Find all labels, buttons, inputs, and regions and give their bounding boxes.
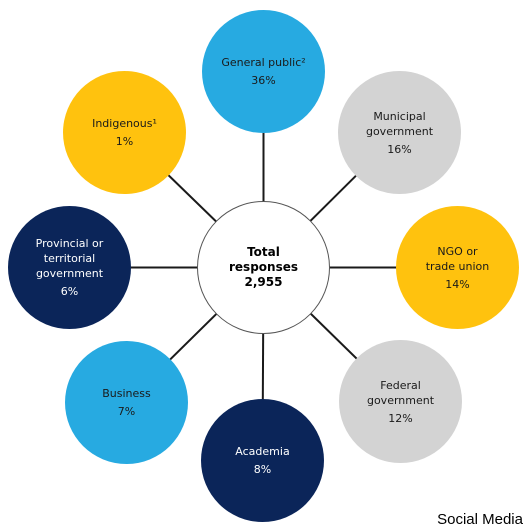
node-academia: Academia 8% — [201, 399, 324, 522]
node-ngo-trade-union: NGO or trade union 14% — [396, 206, 519, 329]
center-value: 2,955 — [244, 275, 283, 289]
node-percent: 6% — [60, 285, 79, 298]
node-label: Municipal government — [365, 109, 434, 138]
node-label: Academia — [235, 445, 290, 458]
node-percent: 16% — [387, 142, 412, 156]
center-title: Total responses — [229, 245, 298, 274]
node-label: General public² — [221, 56, 306, 69]
node-percent: 8% — [253, 463, 272, 476]
node-label: Provincial or territorial government — [35, 237, 104, 280]
center-total-node: Total responses 2,955 — [197, 201, 330, 334]
node-indigenous: Indigenous¹ 1% — [63, 71, 186, 194]
node-percent: 12% — [388, 411, 413, 425]
node-general-public: General public² 36% — [202, 10, 325, 133]
node-label: Business — [102, 387, 151, 400]
node-business: Business 7% — [65, 341, 188, 464]
watermark-text: Social Media — [437, 511, 523, 528]
node-municipal-government: Municipal government 16% — [338, 71, 461, 194]
node-label: Federal government — [366, 378, 435, 407]
node-label: NGO or trade union — [425, 244, 490, 273]
node-federal-government: Federal government 12% — [339, 340, 462, 463]
node-provincial-territorial-government: Provincial or territorial government 6% — [8, 206, 131, 329]
node-label: Indigenous¹ — [92, 117, 157, 130]
node-percent: 7% — [117, 405, 136, 418]
node-percent: 1% — [115, 135, 134, 148]
node-percent: 14% — [445, 277, 470, 291]
node-percent: 36% — [251, 74, 276, 87]
